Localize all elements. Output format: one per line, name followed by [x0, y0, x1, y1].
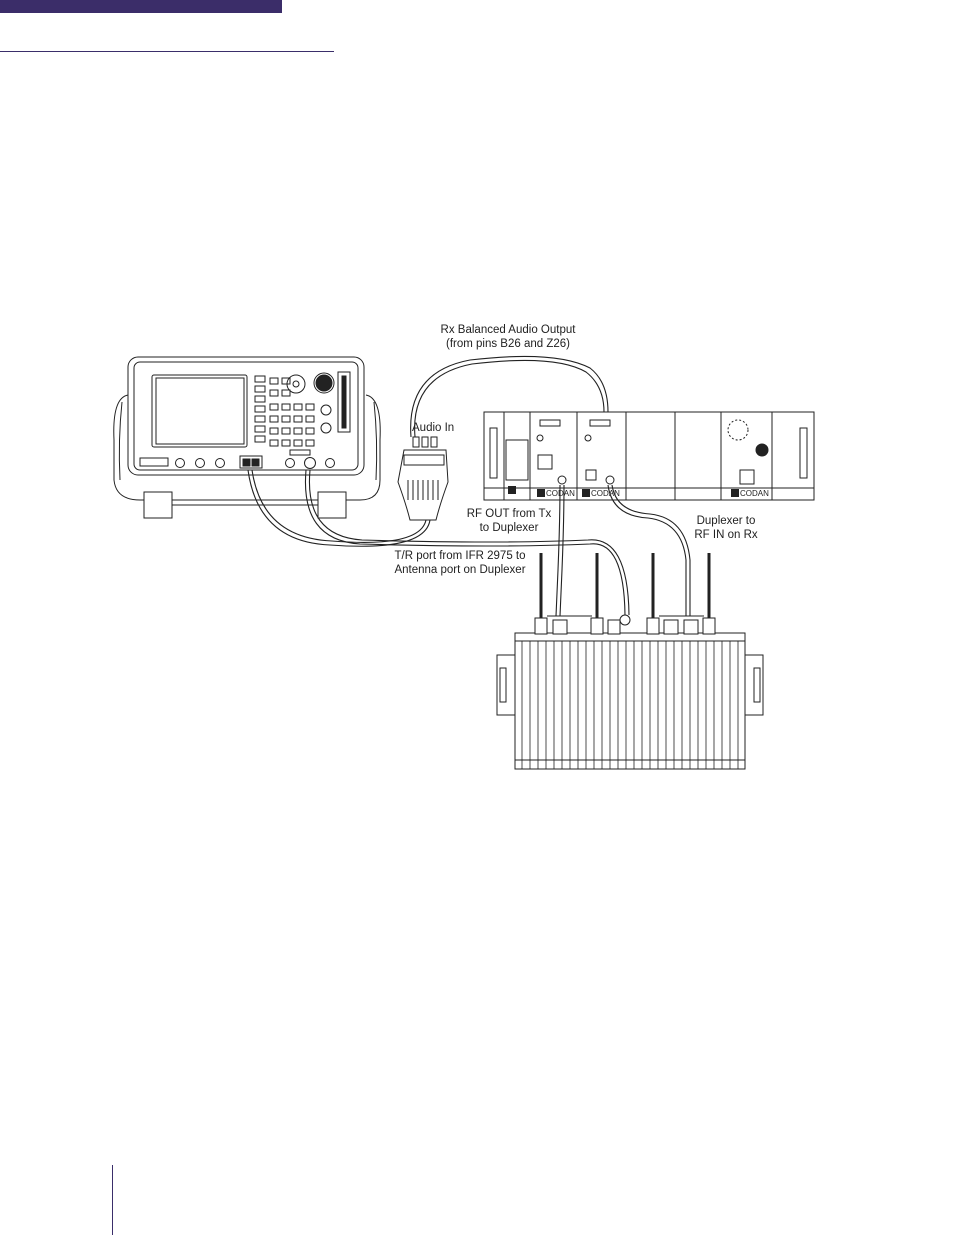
label-rf-out-tx-line1: RF OUT from Tx — [466, 508, 552, 520]
label-rx-audio-output-line2: (from pins B26 and Z26) — [445, 338, 570, 350]
duplexer — [496, 553, 764, 770]
footer-margin-rule — [112, 1165, 113, 1235]
label-duplexer-to-rx: Duplexer to RF IN on Rx — [678, 514, 774, 542]
header-rule — [0, 51, 334, 52]
rack-brand-tx: CODAN — [546, 489, 575, 498]
label-rx-audio-output: Rx Balanced Audio Output (from pins B26 … — [410, 323, 606, 351]
label-rf-out-tx-line2: to Duplexer — [479, 522, 539, 534]
rack-brand-rx: CODAN — [591, 489, 620, 498]
label-tr-port: T/R port from IFR 2975 to Antenna port o… — [380, 549, 540, 577]
header-accent-bar — [0, 0, 282, 13]
ifr-test-set — [113, 356, 381, 519]
label-duplexer-to-rx-line2: RF IN on Rx — [694, 529, 758, 541]
rack-brand-module: CODAN — [740, 489, 769, 498]
audio-in-connector — [397, 436, 449, 521]
label-duplexer-to-rx-line1: Duplexer to — [696, 515, 756, 527]
label-tr-port-line2: Antenna port on Duplexer — [394, 564, 526, 576]
codan-rack — [483, 411, 815, 501]
label-rx-audio-output-line1: Rx Balanced Audio Output — [440, 324, 576, 336]
label-audio-in: Audio In — [412, 422, 455, 434]
label-rf-out-tx: RF OUT from Tx to Duplexer — [458, 507, 560, 535]
cables — [247, 355, 691, 617]
label-tr-port-line1: T/R port from IFR 2975 to — [394, 550, 526, 562]
